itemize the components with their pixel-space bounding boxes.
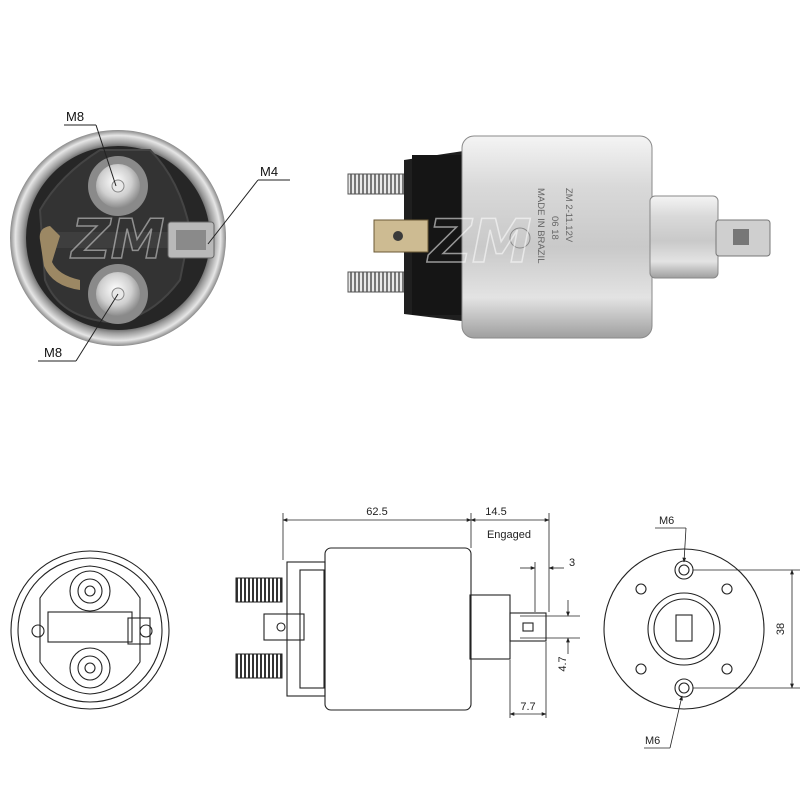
callout-top-leader — [95, 124, 117, 187]
watermark-logo: ZM — [70, 208, 165, 271]
end-view-left-hole — [31, 624, 45, 638]
plunger-boss — [649, 195, 719, 279]
drawing-plunger-tab — [509, 612, 547, 642]
drawing-side-view: 62.5 14.5 Engaged 3 4.7 7.7 — [235, 506, 580, 718]
body-marking-model: ZM 2-11.12V — [563, 188, 574, 243]
end-view-outer — [10, 550, 170, 710]
callout-bottom-leader — [75, 293, 119, 362]
end-view-lower-stud — [84, 662, 96, 674]
drawing-rear-view: M6 38 M6 — [603, 515, 800, 749]
watermark-logo: ZM — [426, 207, 531, 277]
spade-terminal-hole — [393, 231, 403, 241]
rear-flange-outer — [603, 548, 765, 710]
drawing-upper-stud — [235, 577, 283, 603]
top-terminal-stud — [111, 179, 125, 193]
drawing-spade-hole — [276, 622, 286, 632]
callout-top-terminal: M8 — [66, 109, 84, 124]
photo-end-view: ZM M8 M4 M8 — [10, 109, 290, 362]
dim-engaged-stroke-label: 14.5 — [485, 506, 506, 518]
dim-plunger-tip-label: 3 — [569, 557, 575, 569]
body-marking-origin: MADE IN BRAZIL — [535, 188, 546, 264]
rear-hole-lower-right — [721, 663, 733, 675]
dim-tab-length-label: 7.7 — [520, 701, 535, 713]
dim-tab-width-label: 4.7 — [557, 656, 569, 671]
upper-stud — [347, 173, 411, 195]
rear-bottom-hole-inner — [678, 682, 690, 694]
end-view-molding — [39, 565, 141, 695]
body-marking-date: 06 18 — [549, 216, 560, 240]
brass-strap — [39, 226, 80, 290]
callout-rear-bottom-hole: M6 — [645, 735, 660, 747]
end-view-inner — [17, 557, 163, 703]
lower-stud — [347, 271, 411, 293]
rear-hole-upper-left — [635, 583, 647, 595]
dim-body-length-label: 62.5 — [366, 506, 387, 518]
rear-tab-slot — [675, 614, 693, 642]
end-view-lower-terminal — [69, 647, 111, 689]
drawing-spade-terminal — [263, 613, 305, 641]
rear-top-hole-inner — [678, 564, 690, 576]
callout-side-terminal: M4 — [260, 164, 278, 179]
callout-rear-bottom-leader — [669, 695, 683, 749]
end-view-lower-nut — [77, 655, 103, 681]
callout-rear-top-hole: M6 — [659, 515, 674, 527]
drawing-plunger-boss — [469, 594, 511, 660]
plunger-tab-slot — [733, 229, 749, 245]
drawing-body — [324, 547, 472, 711]
cap-rib — [44, 232, 194, 248]
rear-hole-upper-right — [721, 583, 733, 595]
drawing-end-cap — [286, 561, 326, 697]
drawing-tab-slot — [522, 622, 534, 632]
callout-bottom-terminal: M8 — [44, 345, 62, 360]
rear-top-hole — [674, 560, 694, 580]
end-view-upper-stud — [84, 585, 96, 597]
callout-side-leader — [207, 179, 259, 245]
photo-side-view: ZM 2-11.12V 06 18 MADE IN BRAZIL ZM — [347, 135, 771, 339]
drawing-lower-stud — [235, 653, 283, 679]
end-view-upper-terminal — [69, 570, 111, 612]
rear-hole-lower-left — [635, 663, 647, 675]
side-terminal-slot — [176, 230, 206, 250]
dim-hole-spacing-label: 38 — [775, 623, 787, 635]
end-view-upper-nut — [77, 578, 103, 604]
body-logo-emblem — [509, 227, 531, 249]
rear-boss-outer — [647, 592, 721, 666]
drawing-cap-ring — [299, 569, 325, 689]
end-view-rib — [47, 611, 133, 643]
drawing-end-view — [10, 550, 170, 710]
end-view-right-hole — [139, 624, 153, 638]
end-view-side-terminal — [127, 617, 151, 645]
rear-bottom-hole — [674, 678, 694, 698]
callout-rear-top-leader — [682, 527, 687, 563]
rear-boss-inner — [653, 598, 715, 660]
dim-engaged-label: Engaged — [487, 529, 531, 541]
